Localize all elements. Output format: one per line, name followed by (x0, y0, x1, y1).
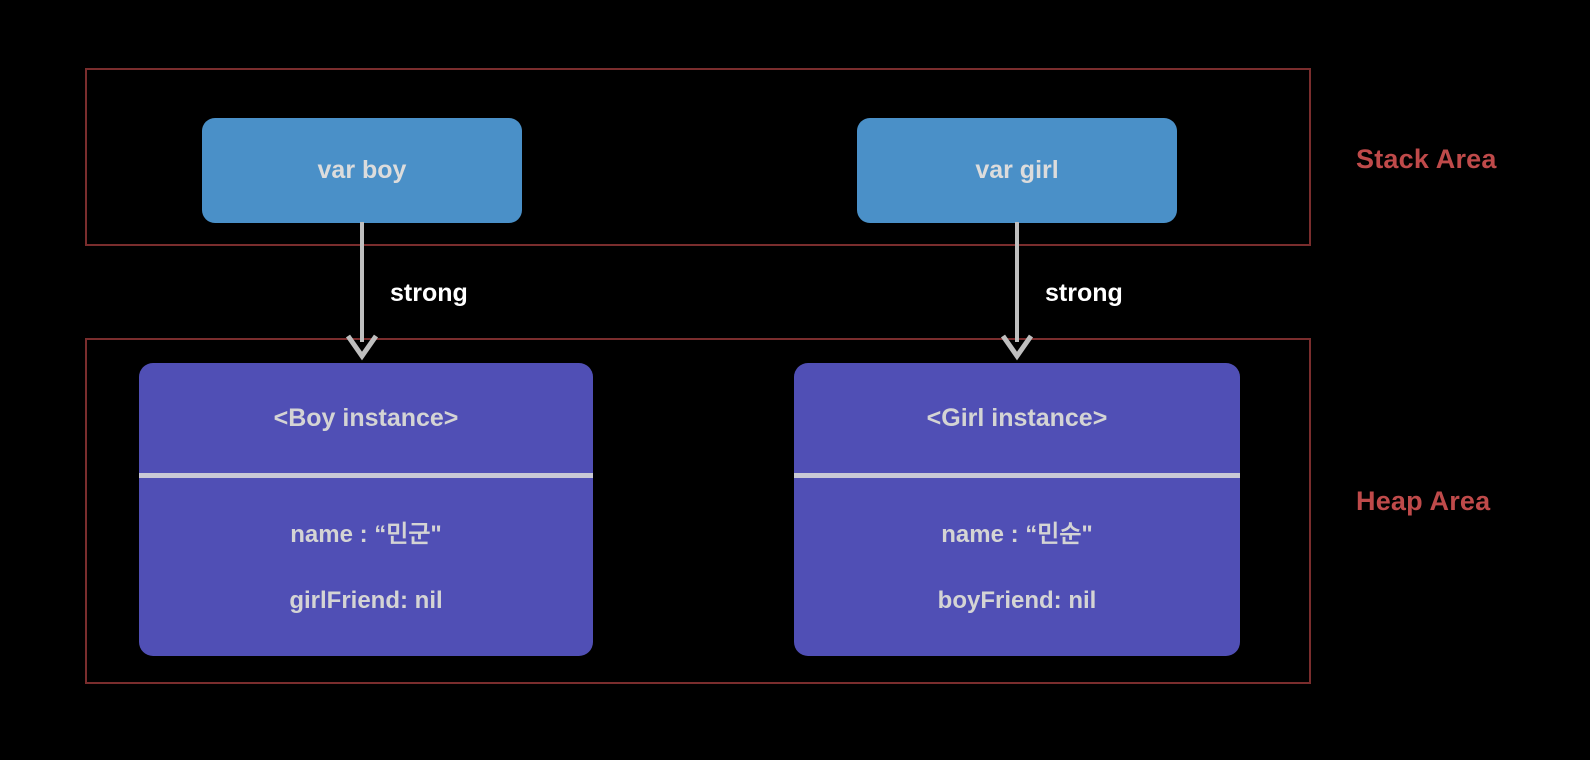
arrow-line-girl (1015, 222, 1019, 342)
arrow-head-down-icon-boy (345, 334, 379, 361)
heap-boy-instance-divider (139, 473, 593, 478)
heap-boy-instance-body: name : “민군" girlFriend: nil (139, 478, 593, 656)
stack-area-region (85, 68, 1311, 246)
heap-boy-instance-prop-girlfriend: girlFriend: nil (289, 586, 443, 614)
edge-label-strong-girl: strong (1045, 279, 1123, 307)
arrow-head-down-icon-girl (1000, 334, 1034, 361)
heap-girl-instance-prop-boyfriend: boyFriend: nil (937, 586, 1097, 614)
heap-girl-instance-title: <Girl instance> (926, 403, 1108, 432)
heap-girl-instance-divider (794, 473, 1240, 478)
stack-var-girl-label: var girl (975, 156, 1059, 184)
stack-var-boy-box[interactable]: var boy (202, 118, 522, 223)
stack-area-label: Stack Area (1356, 144, 1497, 174)
heap-boy-instance-prop-name: name : “민군" (290, 520, 442, 548)
heap-girl-instance-prop-name: name : “민순" (941, 520, 1093, 548)
edge-label-strong-boy: strong (390, 279, 468, 307)
arrow-line-boy (360, 222, 364, 342)
heap-girl-instance-box[interactable]: <Girl instance> name : “민순" boyFriend: n… (794, 363, 1240, 656)
heap-boy-instance-title: <Boy instance> (273, 403, 459, 432)
heap-girl-instance-body: name : “민순" boyFriend: nil (794, 478, 1240, 656)
heap-area-region (85, 338, 1311, 684)
heap-area-label: Heap Area (1356, 486, 1491, 516)
stack-var-boy-label: var boy (317, 156, 407, 184)
heap-boy-instance-box[interactable]: <Boy instance> name : “민군" girlFriend: n… (139, 363, 593, 656)
stack-var-girl-box[interactable]: var girl (857, 118, 1177, 223)
